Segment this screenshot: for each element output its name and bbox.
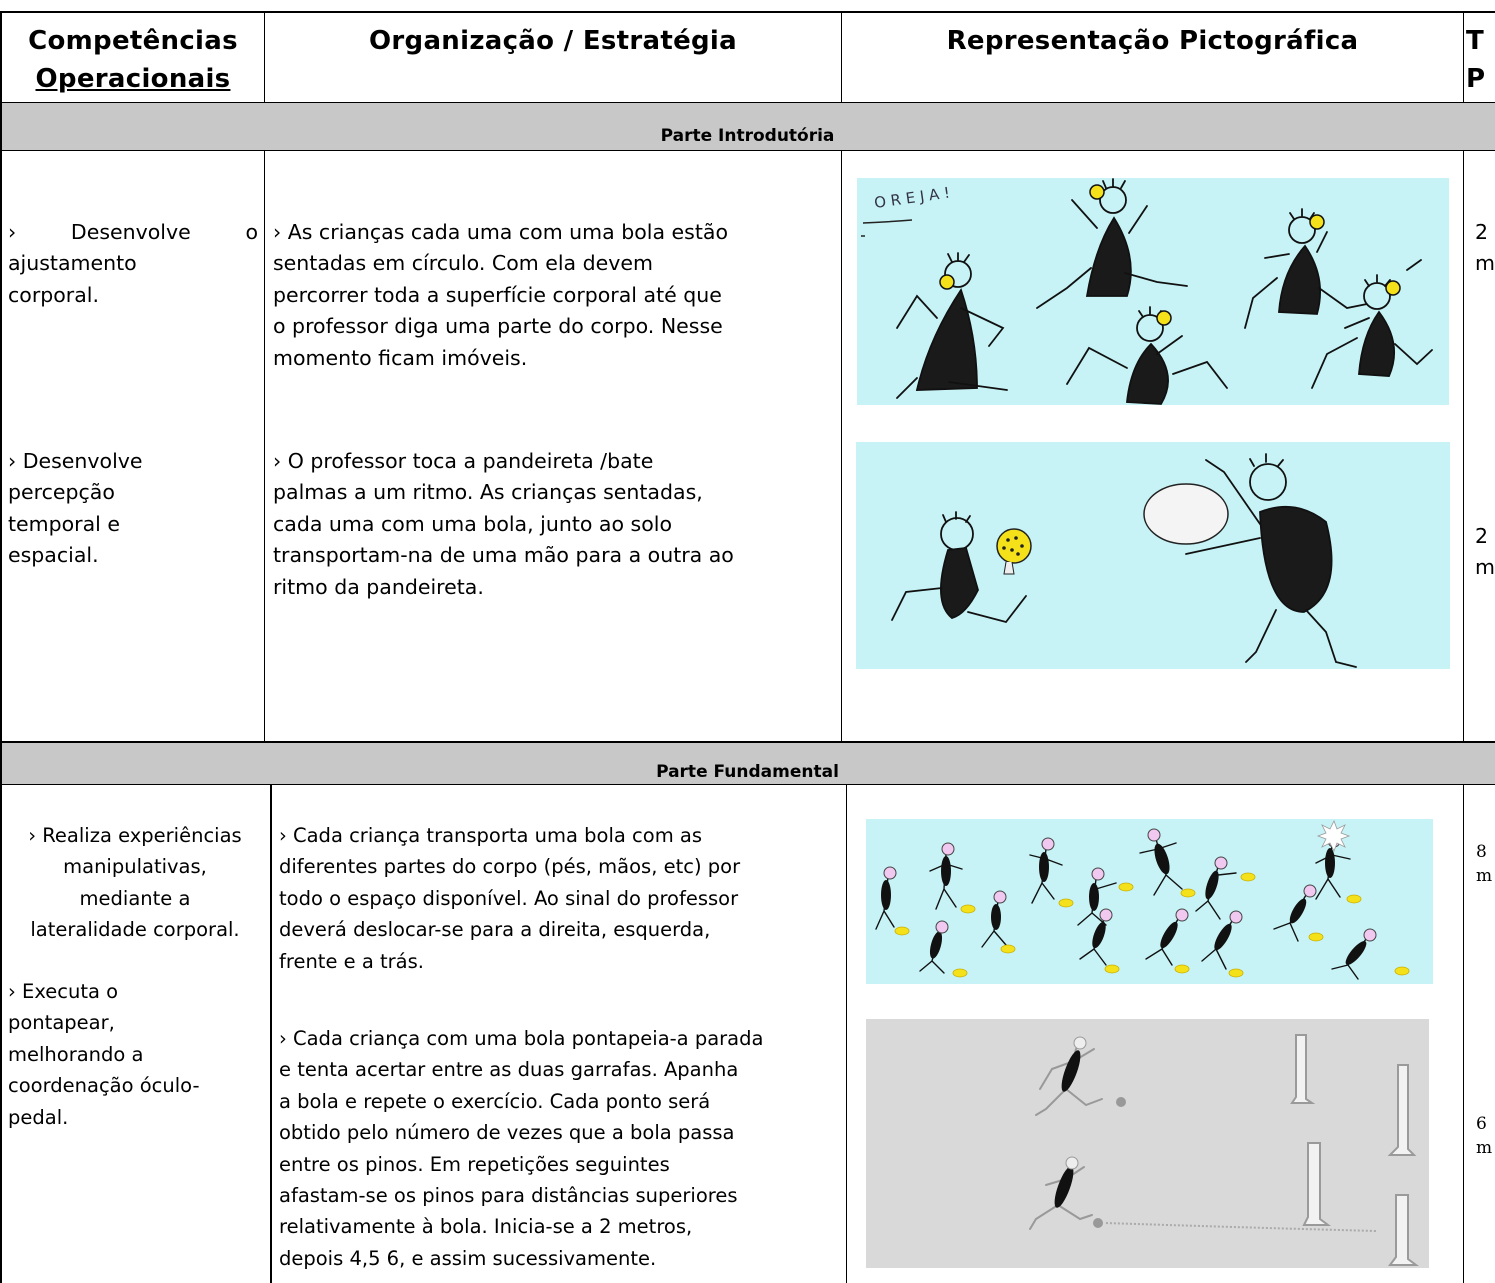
competence-1-line1: › Desenvolve o [8, 220, 258, 244]
intro-band-bottom-line [0, 150, 1495, 151]
pictogram-laterality [866, 819, 1433, 984]
pictogram-kicking [866, 1019, 1429, 1268]
intro-band [2, 103, 1495, 150]
header-tempo: T P [1466, 22, 1495, 98]
strategy-1-line: sentadas em círculo. Com ela devem [273, 251, 653, 276]
strategy-cell-4: › Cada criança com uma bola pontapeia-a … [279, 1027, 764, 1270]
fundamental-band [2, 743, 1495, 785]
strategy-1-line: o professor diga uma parte do corpo. Nes… [273, 314, 723, 339]
col-divider-3c [1463, 784, 1464, 1283]
strategy-1-line: › As crianças cada uma com uma bola estã… [273, 220, 728, 244]
time-cell-1: 2 m [1475, 220, 1495, 276]
competence-1-line3: corporal. [8, 282, 99, 307]
header-competencias: Competências Operacionais [2, 22, 264, 98]
col-divider-2b [841, 150, 842, 742]
col-divider-3a [1463, 11, 1464, 103]
intro-section-bottom-line [0, 741, 1495, 743]
competence-cell-1: › Desenvolve o ajustamento corporal. [8, 217, 258, 311]
col-divider-2c [846, 784, 847, 1283]
section-title-fundamental: Parte Fundamental [656, 762, 839, 782]
pictogram-rhythm-tambourine [856, 442, 1450, 669]
header-representacao: Representação Pictográfica [946, 26, 1359, 56]
table-border-left [0, 11, 2, 1283]
col-divider-1c [270, 784, 272, 1283]
col-divider-1a [264, 11, 265, 103]
header-competencias-line1: Competências [28, 26, 238, 56]
competence-cell-2: › Desenvolve percepção temporal e espaci… [8, 449, 143, 568]
header-organizacao: Organização / Estratégia [369, 26, 737, 56]
col-divider-1b [264, 150, 265, 742]
time-cell-4: 6 m [1476, 1114, 1493, 1158]
competence-1-line2: ajustamento [8, 251, 137, 276]
strategy-cell-2: › O professor toca a pandeireta /bate pa… [273, 449, 734, 599]
fund-band-bottom-line [0, 784, 1495, 785]
strategy-cell-3: › Cada criança transporta uma bola com a… [279, 824, 741, 973]
pictogram-body-awareness: O R E J A ! [857, 178, 1449, 405]
header-tempo-line1: T [1466, 26, 1485, 56]
section-title-introdutoria: Parte Introdutória [660, 126, 835, 146]
time-cell-3: 8 m [1476, 842, 1493, 886]
col-divider-2a [841, 11, 842, 103]
table-border-top [0, 11, 1495, 13]
time-cell-2: 2 m [1475, 524, 1495, 580]
header-competencias-line2: Operacionais [35, 64, 231, 94]
header-tempo-line2: P [1466, 64, 1486, 94]
competence-cell-3: › Realiza experiências manipulativas, me… [28, 824, 242, 942]
strategy-cell-1: › As crianças cada uma com uma bola estã… [273, 217, 830, 374]
strategy-1-line: percorrer toda a superfície corporal até… [273, 282, 722, 307]
strategy-1-line: momento ficam imóveis. [273, 345, 528, 370]
competence-cell-4: › Executa o pontapear, melhorando a coor… [8, 980, 200, 1129]
col-divider-3b [1463, 150, 1464, 742]
header-bottom-line [0, 102, 1495, 103]
